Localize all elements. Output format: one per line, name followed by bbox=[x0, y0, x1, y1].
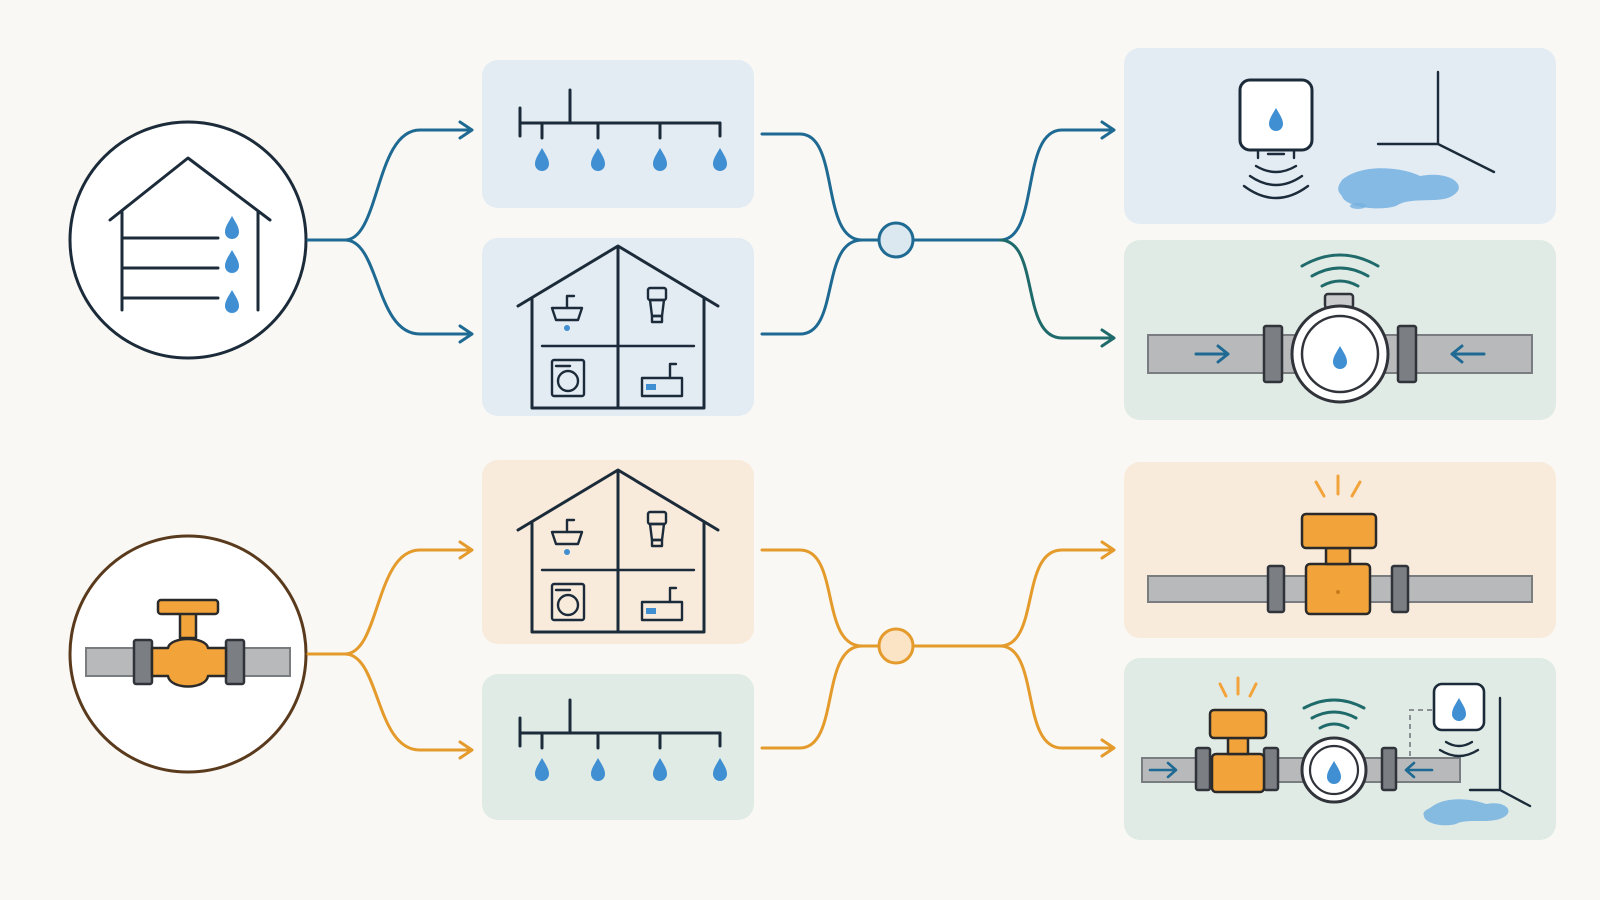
orange-flow-group bbox=[68, 460, 1556, 840]
edge-fixtures-to-junction bbox=[760, 238, 864, 336]
water-meter-icon bbox=[1300, 736, 1368, 804]
house-plumbing-icon bbox=[108, 156, 272, 313]
wall-corner-icon bbox=[1376, 70, 1496, 174]
edge-valve-to-fixtures bbox=[306, 548, 470, 656]
wall-corner-icon bbox=[1468, 696, 1532, 808]
leak-sensor-panel[interactable] bbox=[1124, 48, 1556, 224]
house-fixtures-panel-top[interactable] bbox=[482, 238, 754, 416]
wireless-signal-icon bbox=[1302, 698, 1366, 730]
flange-icon bbox=[1266, 564, 1410, 614]
motorized-valve-icon bbox=[1208, 708, 1268, 794]
water-puddle-icon bbox=[1338, 168, 1459, 209]
sprinkler-manifold-panel-top[interactable] bbox=[482, 60, 754, 208]
edge-house-to-manifold bbox=[306, 128, 470, 242]
leak-sensor-icon bbox=[1409, 682, 1486, 760]
arrow-head-icon bbox=[1100, 328, 1116, 348]
alert-rays-icon bbox=[1314, 474, 1362, 498]
arrow-head-icon bbox=[458, 740, 474, 760]
house-fixtures-panel-bottom[interactable] bbox=[482, 460, 754, 644]
automatic-shutoff-panel[interactable] bbox=[1124, 462, 1556, 638]
motorized-valve-icon bbox=[1300, 512, 1378, 616]
edge-valve-to-manifold bbox=[343, 652, 470, 752]
sprinkler-manifold-panel-bottom[interactable] bbox=[482, 674, 754, 820]
edge-junction-to-combined-system bbox=[998, 644, 1112, 750]
edge-junction-to-leak-sensor bbox=[911, 128, 1112, 242]
arrow-head-icon bbox=[458, 120, 474, 140]
smart-water-meter-panel[interactable] bbox=[1124, 240, 1556, 420]
shutoff-valve-icon bbox=[85, 598, 291, 688]
arrow-head-icon bbox=[1100, 120, 1116, 140]
flow-arrow-icon bbox=[1194, 344, 1486, 364]
source-house-node[interactable] bbox=[68, 120, 308, 360]
water-meter-icon bbox=[1290, 292, 1390, 404]
edge-junction-to-water-meter bbox=[998, 238, 1112, 340]
junction-node-orange[interactable] bbox=[877, 627, 915, 665]
edge-manifold-to-junction bbox=[760, 132, 882, 242]
arrow-head-icon bbox=[1100, 738, 1116, 758]
alert-rays-icon bbox=[1218, 676, 1258, 698]
blue-flow-group bbox=[68, 48, 1556, 420]
flange-icon bbox=[1262, 324, 1418, 384]
combined-system-panel[interactable] bbox=[1124, 658, 1556, 840]
source-valve-node[interactable] bbox=[68, 534, 308, 774]
arrow-head-icon bbox=[1100, 540, 1116, 560]
leak-sensor-icon bbox=[1238, 78, 1314, 200]
edge-house-to-fixtures bbox=[343, 238, 470, 336]
junction-node-blue[interactable] bbox=[877, 221, 915, 259]
flow-arrow-icon bbox=[1148, 761, 1434, 779]
edge-fixtures-to-junction bbox=[760, 548, 882, 648]
arrow-head-icon bbox=[458, 324, 474, 344]
wireless-signal-icon bbox=[1300, 253, 1380, 288]
edge-junction-to-auto-valve bbox=[911, 548, 1112, 648]
arrow-head-icon bbox=[458, 540, 474, 560]
water-puddle-icon bbox=[1423, 799, 1509, 826]
edge-manifold-to-junction bbox=[760, 644, 864, 750]
